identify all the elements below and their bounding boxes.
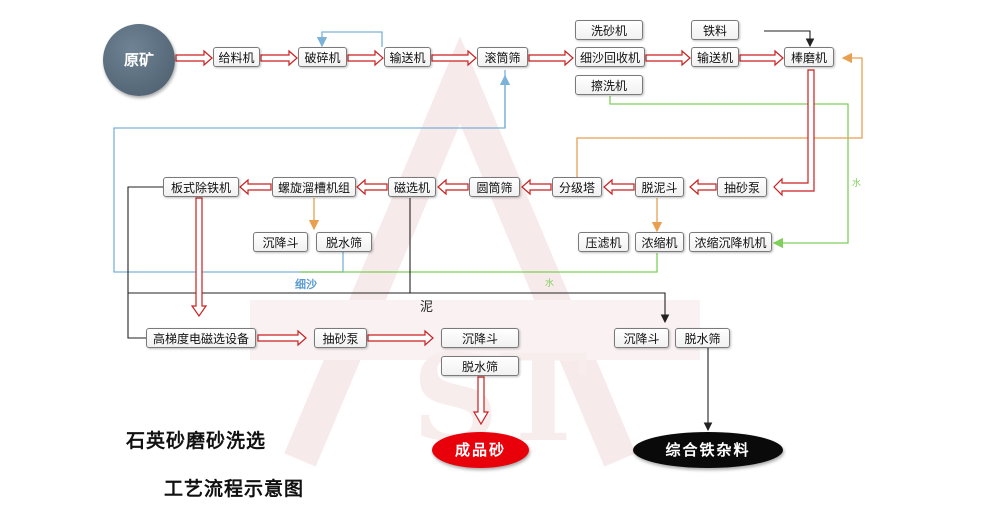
plate-iron-remover-node: 板式除铁机 <box>163 177 239 197</box>
iron-material-node: 铁料 <box>691 20 739 40</box>
cylinder-screen-node: 圆筒筛 <box>469 177 520 197</box>
scrubber-node: 擦洗机 <box>575 75 643 95</box>
water-label: 水 <box>545 279 555 289</box>
iron-impurities-output: 综合铁杂料 <box>633 432 783 468</box>
water-label: 水 <box>852 179 862 189</box>
sand-pump-node: 抽砂泵 <box>314 328 367 348</box>
diagram-title-line1: 石英砂磨砂洗选 <box>126 430 267 452</box>
magnetic-separator-node: 磁选机 <box>388 177 436 197</box>
filter-press-node: 压滤机 <box>578 232 629 252</box>
trommel-node: 滚筒筛 <box>477 47 528 67</box>
mud-label: 泥 <box>420 300 434 315</box>
crusher-node: 破碎机 <box>298 47 347 67</box>
blue-fine-sand-loop <box>113 31 511 273</box>
high-gradient-magnetic-node: 高梯度电磁选设备 <box>146 328 256 348</box>
green-water-loop <box>300 96 849 273</box>
black-lines <box>127 30 815 432</box>
spiral-chute-node: 螺旋溜槽机组 <box>272 177 356 197</box>
feeder-node: 给料机 <box>213 47 260 67</box>
thickener-node: 浓缩机 <box>635 232 684 252</box>
conveyor-node: 输送机 <box>691 47 739 67</box>
settling-hopper-node: 沉降斗 <box>253 232 308 252</box>
conveyor-node: 输送机 <box>384 47 431 67</box>
fine-sand-label: 细沙 <box>295 278 317 291</box>
red-process-arrows <box>175 49 815 426</box>
raw-ore-node: 原矿 <box>103 24 175 96</box>
settling-hopper-node: 沉降斗 <box>441 328 519 348</box>
rod-mill-node: 棒磨机 <box>784 47 834 67</box>
dewatering-screen-node: 脱水筛 <box>441 356 519 376</box>
thickening-settler-node: 浓缩沉降机机 <box>689 232 772 252</box>
dewatering-screen-node: 脱水筛 <box>316 232 372 252</box>
diagram-title-line2: 工艺流程示意图 <box>164 478 305 500</box>
desliming-hopper-node: 脱泥斗 <box>635 177 684 197</box>
settling-hopper-node: 沉降斗 <box>614 328 669 348</box>
dewatering-screen-node: 脱水筛 <box>675 328 730 348</box>
fine-sand-recovery-node: 细沙回收机 <box>575 47 645 67</box>
sand-pump-node: 抽砂泵 <box>717 177 767 197</box>
finished-sand-output: 成品砂 <box>432 432 529 468</box>
classifier-tower-node: 分级塔 <box>552 177 602 197</box>
orange-lines <box>308 52 863 233</box>
sand-washer-node: 洗砂机 <box>575 20 643 40</box>
